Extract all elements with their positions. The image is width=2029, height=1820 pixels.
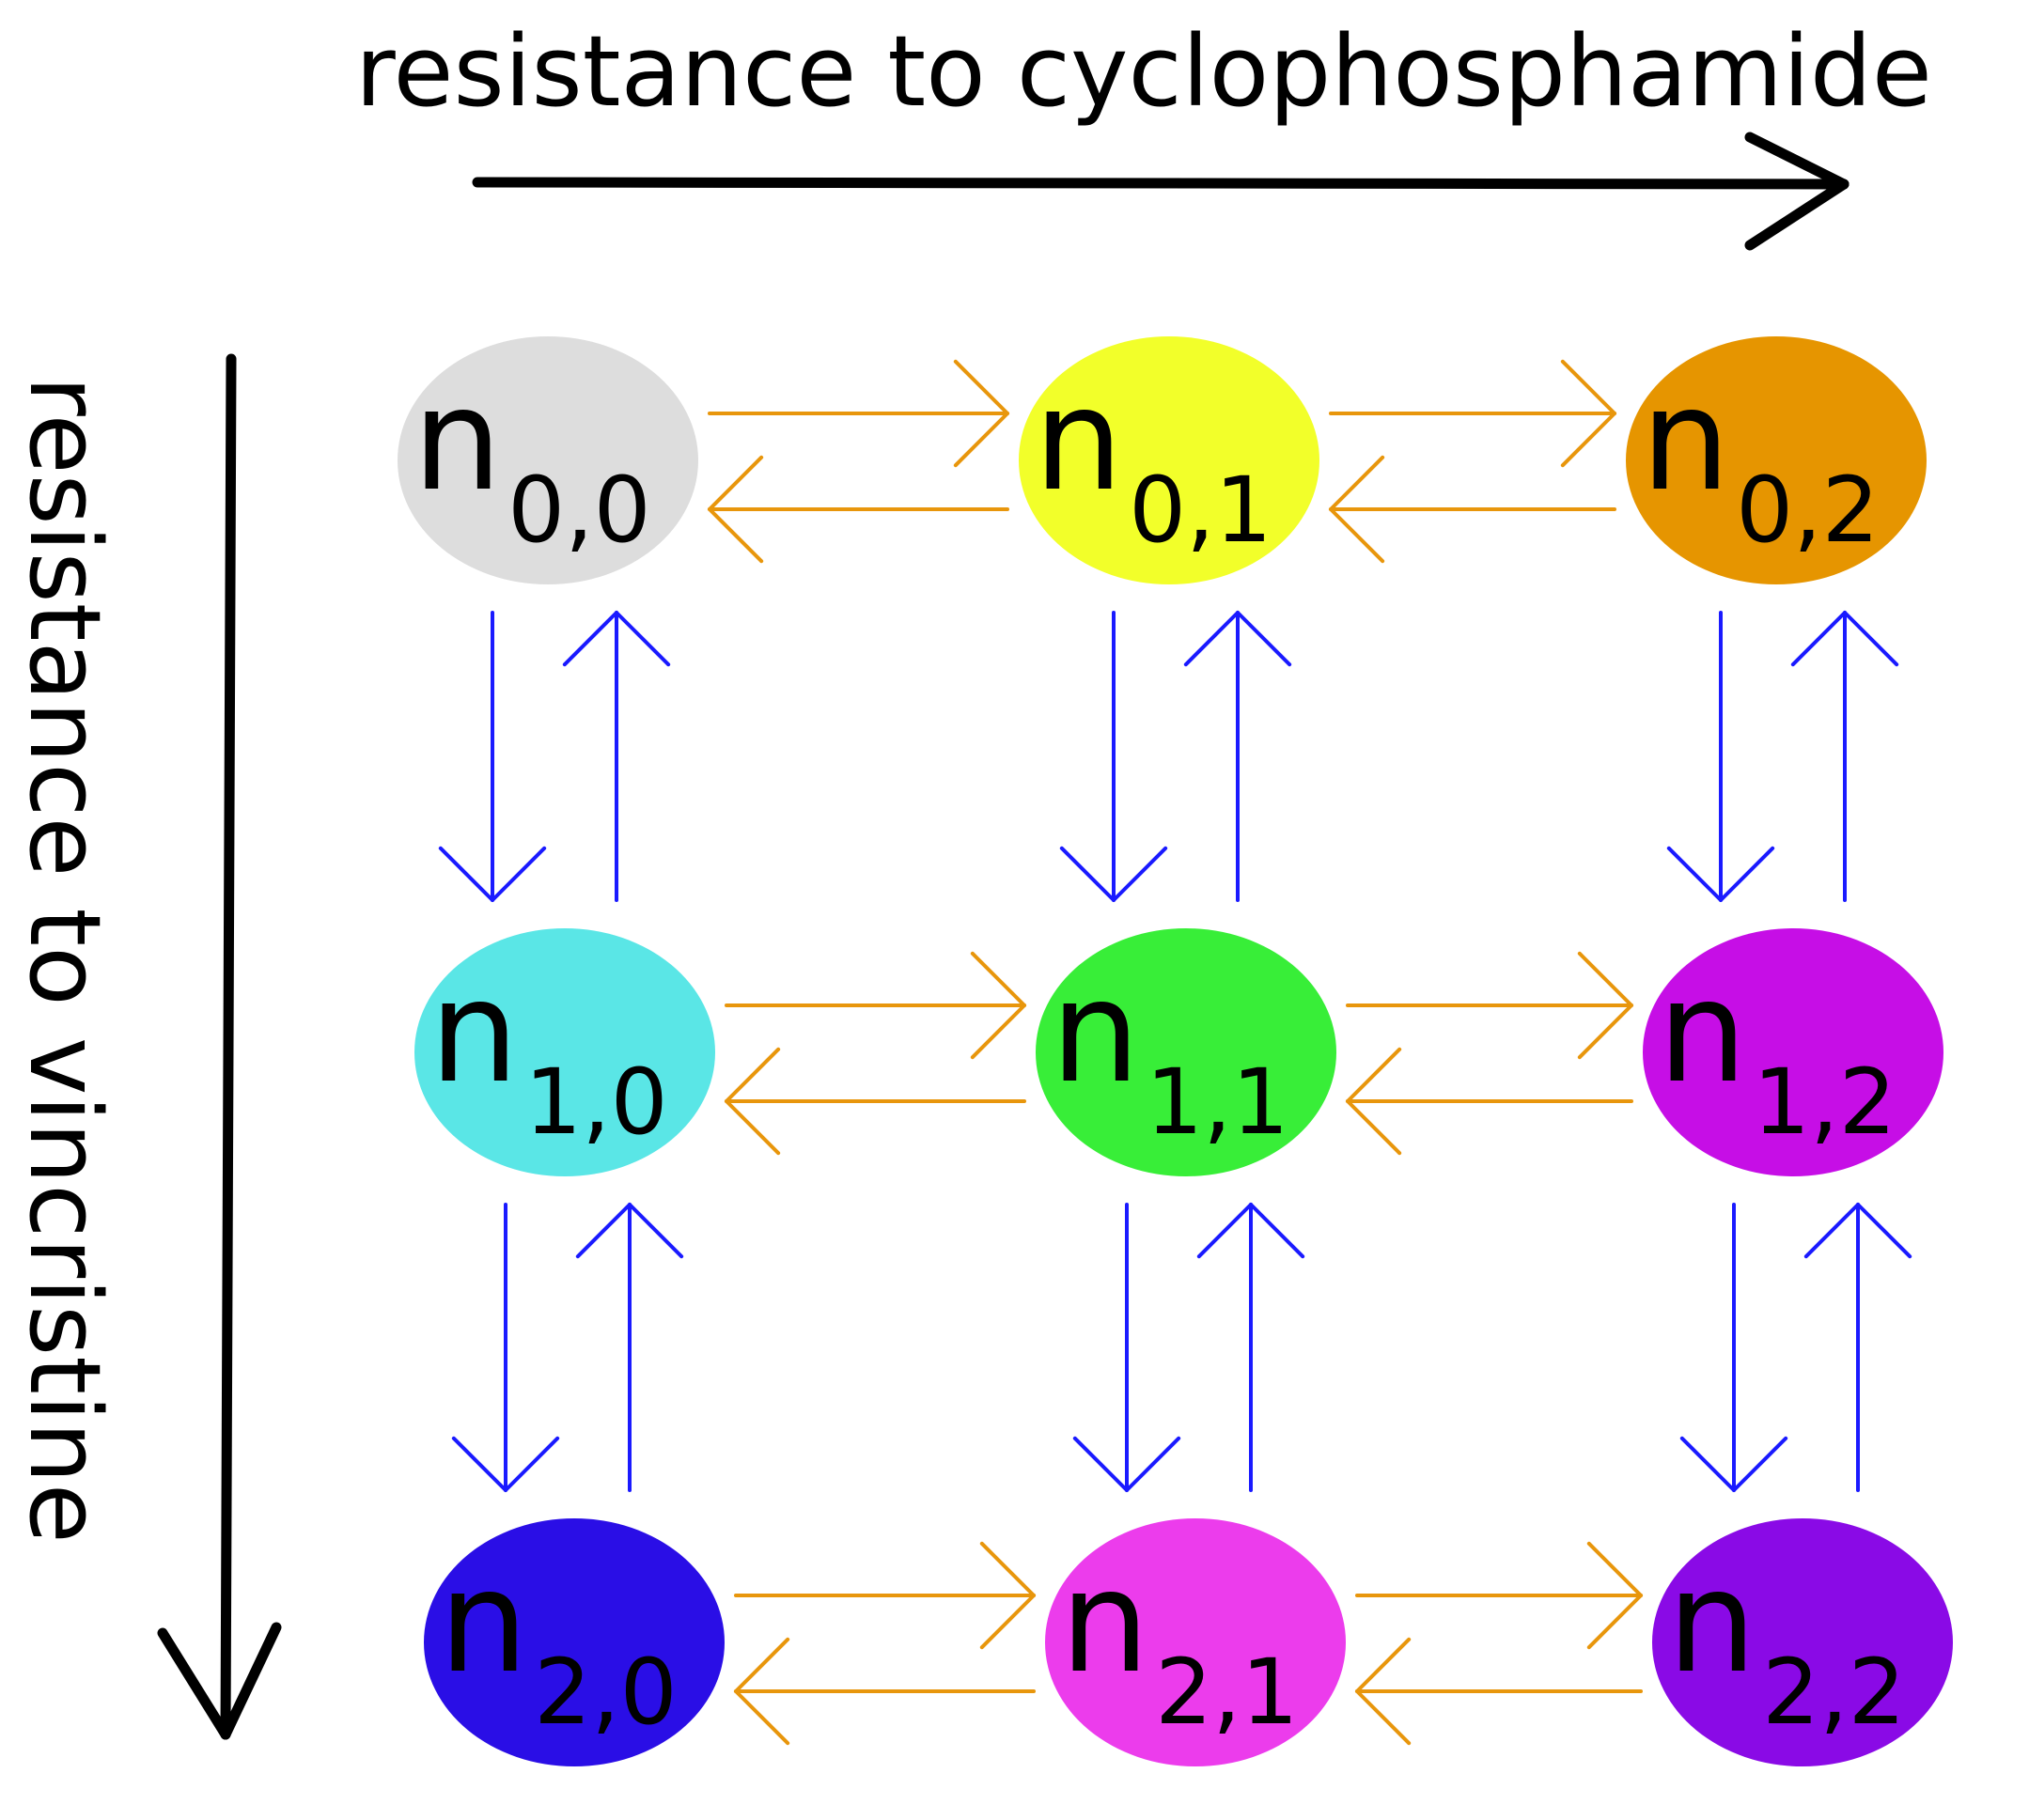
node-ellipse <box>398 336 698 584</box>
state-node-1-0: n1,0 <box>414 928 715 1176</box>
state-node-0-0: n0,0 <box>398 336 698 584</box>
arrow-left-1-0 <box>725 1047 1026 1156</box>
node-label-base: n <box>1658 951 1747 1114</box>
node-label: n1,0 <box>429 951 668 1155</box>
state-node-0-2: n0,2 <box>1626 336 1927 584</box>
node-ellipse <box>1626 336 1927 584</box>
state-node-2-1: n2,1 <box>1045 1518 1346 1766</box>
node-label-subscript: 2,1 <box>1155 1640 1299 1745</box>
horizontal-transition-arrows <box>708 359 1643 1746</box>
node-label: n0,0 <box>413 359 651 563</box>
arrow-up-0-1 <box>1183 611 1292 902</box>
state-node-2-2: n2,2 <box>1652 1518 1953 1766</box>
state-node-1-1: n1,1 <box>1036 928 1336 1176</box>
node-label: n1,1 <box>1051 951 1289 1155</box>
node-label-base: n <box>1051 951 1140 1114</box>
arrow-right-1-0 <box>725 951 1026 1060</box>
state-node-0-1: n0,1 <box>1019 336 1319 584</box>
arrow-down-0-0 <box>438 611 547 902</box>
node-label-subscript: 2,2 <box>1762 1640 1906 1745</box>
node-label-base: n <box>439 1541 528 1704</box>
node-label-base: n <box>429 951 519 1114</box>
arrow-right-0-1 <box>1329 359 1616 468</box>
node-ellipse <box>424 1518 725 1766</box>
arrow-down-1-2 <box>1679 1203 1788 1492</box>
node-label: n0,1 <box>1034 359 1272 563</box>
arrow-right-2-1 <box>1355 1541 1643 1650</box>
node-ellipse <box>1643 928 1943 1176</box>
arrow-left-0-0 <box>708 455 1009 564</box>
arrow-up-1-2 <box>1803 1203 1912 1492</box>
node-label-subscript: 1,0 <box>524 1050 668 1155</box>
node-label-base: n <box>1034 359 1123 522</box>
node-ellipse <box>1019 336 1319 584</box>
node-label-subscript: 1,1 <box>1146 1050 1289 1155</box>
node-label: n1,2 <box>1658 951 1896 1155</box>
node-ellipse <box>1045 1518 1346 1766</box>
arrow-up-1-0 <box>575 1203 684 1492</box>
horizontal-axis-label: resistance to cyclophosphamide <box>355 14 1932 129</box>
node-label-base: n <box>1060 1541 1149 1704</box>
arrow-right-0-0 <box>708 359 1009 468</box>
arrow-up-1-1 <box>1196 1203 1305 1492</box>
node-label-subscript: 1,2 <box>1753 1050 1896 1155</box>
vertical-transition-arrows <box>438 611 1912 1492</box>
arrow-down-0-1 <box>1059 611 1168 902</box>
arrow-up-0-2 <box>1790 611 1899 902</box>
arrow-left-0-1 <box>1329 455 1616 564</box>
node-label-subscript: 0,1 <box>1129 458 1272 563</box>
node-label: n2,2 <box>1667 1541 1906 1745</box>
vertical-axis-label: resistance to vincristine <box>8 376 122 1544</box>
node-ellipse <box>1652 1518 1953 1766</box>
node-ellipse <box>414 928 715 1176</box>
node-label-base: n <box>413 359 502 522</box>
node-label-base: n <box>1667 1541 1756 1704</box>
node-label: n0,2 <box>1641 359 1880 563</box>
node-label-subscript: 0,0 <box>507 458 651 563</box>
arrow-left-2-0 <box>734 1637 1036 1746</box>
arrow-down-0-2 <box>1666 611 1775 902</box>
arrow-right-2-0 <box>734 1541 1036 1650</box>
node-label-base: n <box>1641 359 1730 522</box>
state-node-1-2: n1,2 <box>1643 928 1943 1176</box>
arrow-down-1-0 <box>451 1203 560 1492</box>
arrow-up-0-0 <box>562 611 671 902</box>
horizontal-axis-arrow <box>472 132 1850 251</box>
arrow-left-1-1 <box>1346 1047 1633 1156</box>
arrow-left-2-1 <box>1355 1637 1643 1746</box>
node-label-subscript: 0,2 <box>1736 458 1880 563</box>
node-label: n2,0 <box>439 1541 678 1745</box>
arrow-right-1-1 <box>1346 951 1633 1060</box>
node-label: n2,1 <box>1060 1541 1299 1745</box>
node-label-subscript: 2,0 <box>534 1640 678 1745</box>
vertical-axis-arrow <box>157 353 282 1740</box>
arrow-down-1-1 <box>1072 1203 1181 1492</box>
state-node-2-0: n2,0 <box>424 1518 725 1766</box>
node-ellipse <box>1036 928 1336 1176</box>
